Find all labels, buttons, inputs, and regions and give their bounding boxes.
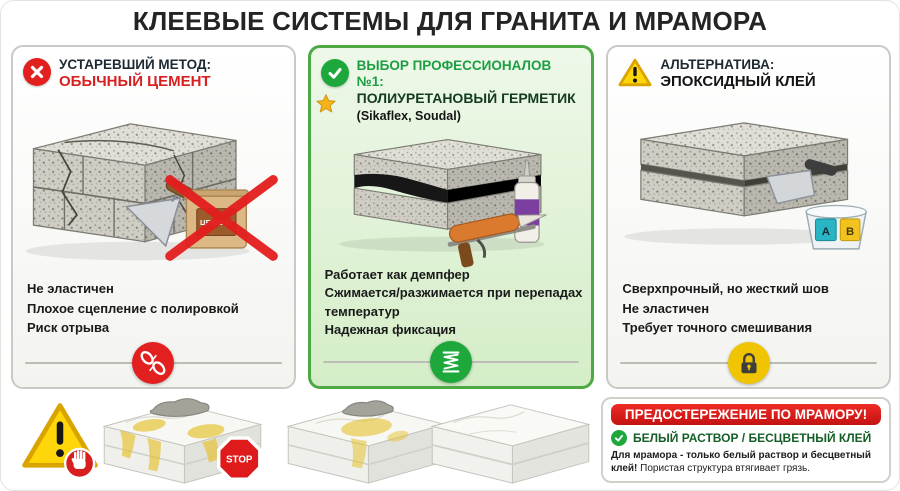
broken-chain-icon: [132, 342, 175, 384]
panel-sealant-bullets: Работает как демпфер Сжимается/разжимает…: [325, 266, 584, 340]
mortar-blob: [149, 398, 210, 418]
heading-line2: ПОЛИУРЕТАНОВЫЙ ГЕРМЕТИК: [356, 90, 576, 107]
heading-line1: АЛЬТЕРНАТИВА:: [660, 57, 775, 72]
sealant-illustration: [317, 134, 586, 274]
heading-line2: ЭПОКСИДНЫЙ КЛЕЙ: [660, 73, 816, 91]
panel-epoxy-heading: АЛЬТЕРНАТИВА: ЭПОКСИДНЫЙ КЛЕЙ: [660, 57, 815, 91]
check-icon: [611, 430, 627, 446]
panel-epoxy: АЛЬТЕРНАТИВА: ЭПОКСИДНЫЙ КЛЕЙ: [606, 45, 892, 389]
mortar-blob: [341, 400, 394, 417]
heading-line1: УСТАРЕВШИЙ МЕТОД:: [59, 57, 212, 72]
marble-block-stained-heavy: STOP: [91, 397, 275, 487]
panel-cement-heading: УСТАРЕВШИЙ МЕТОД: ОБЫЧНЫЙ ЦЕМЕНТ: [59, 57, 211, 91]
component-b-label: B: [846, 226, 854, 238]
panel-cement-header: УСТАРЕВШИЙ МЕТОД: ОБЫЧНЫЙ ЦЕМЕНТ: [23, 57, 284, 91]
caulking-gun: [447, 213, 547, 268]
bullet: Сверхпрочный, но жесткий шов: [622, 281, 829, 296]
stop-sign-label: STOP: [226, 455, 253, 466]
heading-line1: ВЫБОР ПРОФЕССИОНАЛОВ №1:: [356, 58, 552, 90]
epoxy-slabs-image: A B: [624, 122, 868, 250]
panel-cement: УСТАРЕВШИЙ МЕТОД: ОБЫЧНЫЙ ЦЕМЕНТ: [11, 45, 296, 389]
bullet: Сжимается/разжимается при перепадах темп…: [324, 285, 583, 319]
panel-sealant-header: ВЫБОР ПРОФЕССИОНАЛОВ №1: ПОЛИУРЕТАНОВЫЙ …: [320, 58, 582, 123]
panel-epoxy-header: АЛЬТЕРНАТИВА: ЭПОКСИДНЫЙ КЛЕЙ: [618, 57, 879, 93]
heading-line3: (Sikaflex, Soudal): [356, 109, 461, 124]
bullet: Риск отрыва: [27, 320, 110, 335]
bullet: Плохое сцепление с полировкой: [27, 300, 239, 316]
yellow-stain: [341, 418, 409, 469]
marble-caution-strip: STOP: [11, 395, 891, 489]
warning-triangle-icon: [618, 57, 652, 93]
bullet: Требует точного смешивания: [622, 320, 813, 335]
approved-label: БЕЛЫЙ РАСТВОР / БЕСЦВЕТНЫЙ КЛЕЙ: [633, 431, 872, 445]
marble-warning-note: Для мрамора - только белый раствор и бес…: [611, 450, 881, 476]
cement-stack-image: ЦЕМЕНТ: [26, 123, 278, 261]
panel-cement-bullets: Не эластичен Плохое сцепление с полировк…: [27, 279, 286, 338]
putty-knife: [766, 159, 838, 205]
marble-warning-box: ПРЕДОСТЕРЕЖЕНИЕ ПО МРАМОРУ! БЕЛЫЙ РАСТВО…: [601, 397, 891, 483]
note-bold: Для мрамора - только белый раствор и бес…: [611, 450, 871, 474]
panels-row: УСТАРЕВШИЙ МЕТОД: ОБЫЧНЫЙ ЦЕМЕНТ: [11, 45, 892, 389]
approved-row: БЕЛЫЙ РАСТВОР / БЕСЦВЕТНЫЙ КЛЕЙ: [611, 430, 881, 446]
bullet: Не эластичен: [622, 300, 710, 316]
epoxy-illustration: A B: [614, 111, 883, 269]
bullet: Работает как демпфер: [324, 267, 470, 282]
heading-line2: ОБЫЧНЫЙ ЦЕМЕНТ: [59, 73, 211, 91]
cement-illustration: ЦЕМЕНТ: [19, 105, 288, 273]
note-rest: Пористая структура втягивает грязь.: [640, 462, 811, 474]
marble-warning-icons: [17, 399, 103, 483]
marble-warning-banner: ПРЕДОСТЕРЕЖЕНИЕ ПО МРАМОРУ!: [611, 404, 881, 425]
bullet: Не эластичен: [27, 281, 114, 296]
epoxy-cup: A B: [805, 204, 868, 250]
bullet: Надежная фиксация: [324, 322, 456, 338]
lock-icon: [727, 342, 770, 384]
x-icon: [23, 58, 51, 86]
marble-block-stained-light: [275, 397, 459, 487]
check-icon: [320, 59, 349, 87]
star-icon: [315, 93, 337, 115]
marble-block-clean: [419, 397, 603, 487]
panel-sealant: ВЫБОР ПРОФЕССИОНАЛОВ №1: ПОЛИУРЕТАНОВЫЙ …: [307, 45, 595, 389]
component-a-label: A: [822, 226, 830, 238]
stop-hand-icon: [63, 447, 96, 480]
panel-epoxy-bullets: Сверхпрочный, но жесткий шов Не эластиче…: [622, 279, 881, 338]
page-title: КЛЕЕВЫЕ СИСТЕМЫ ДЛЯ ГРАНИТА И МРАМОРА: [132, 6, 768, 36]
sealant-slabs-image: [339, 139, 547, 268]
spring-icon: [430, 341, 472, 383]
yellow-stain: [119, 419, 225, 472]
epoxy-seam: [641, 164, 745, 187]
red-cross-icon: [165, 175, 278, 261]
panel-sealant-heading: ВЫБОР ПРОФЕССИОНАЛОВ №1: ПОЛИУРЕТАНОВЫЙ …: [357, 58, 582, 123]
sealant-bead: [353, 173, 448, 204]
stop-sign: STOP: [216, 436, 262, 481]
